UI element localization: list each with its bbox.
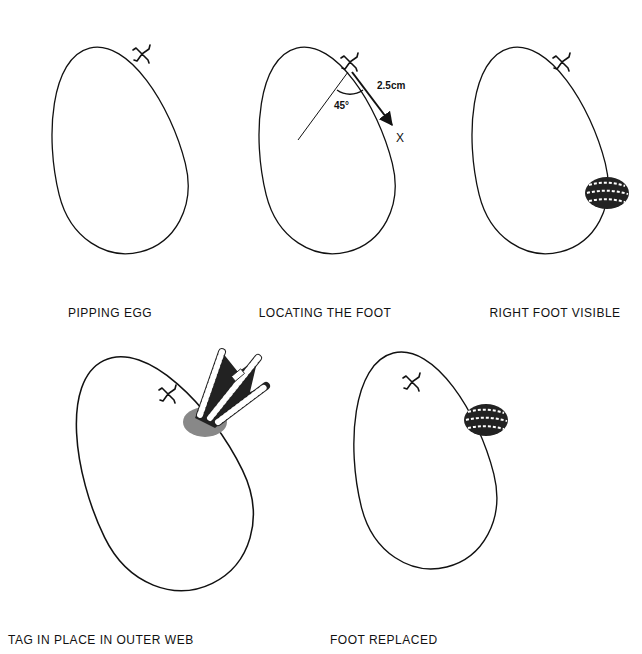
egg-outline	[27, 32, 204, 267]
egg-outline	[447, 32, 624, 267]
foot-patch	[464, 404, 508, 436]
foot-shape	[464, 404, 508, 436]
step-caption: RIGHT FOOT VISIBLE	[489, 306, 620, 320]
angle-label: 45°	[334, 100, 349, 112]
dimension-label: 2.5cm	[377, 80, 405, 92]
step-caption: TAG IN PLACE IN OUTER WEB	[8, 633, 194, 647]
toe	[200, 352, 266, 422]
pip-crack	[341, 53, 358, 71]
toe-stripes	[200, 352, 266, 422]
egg-outline	[35, 327, 282, 617]
step-caption: FOOT REPLACED	[330, 633, 438, 647]
foot-web	[195, 352, 266, 428]
pip-crack	[133, 45, 150, 63]
pip-crack	[553, 53, 570, 71]
foot-patch	[585, 177, 629, 209]
foot-with-tag	[183, 352, 266, 437]
measure-arrow	[352, 72, 392, 125]
step-caption: LOCATING THE FOOT	[259, 306, 392, 320]
pip-crack	[159, 385, 176, 403]
egg-outline	[234, 32, 411, 267]
web-tag	[231, 369, 244, 381]
pip-crack	[403, 373, 420, 391]
foot-stripes	[587, 183, 628, 202]
angle-arc	[337, 90, 363, 94]
foot-shape	[585, 177, 629, 209]
egg-outline	[327, 337, 513, 584]
step-caption: PIPPING EGG	[68, 306, 152, 320]
foot-stripes	[466, 410, 507, 429]
target-mark: X	[396, 131, 405, 145]
